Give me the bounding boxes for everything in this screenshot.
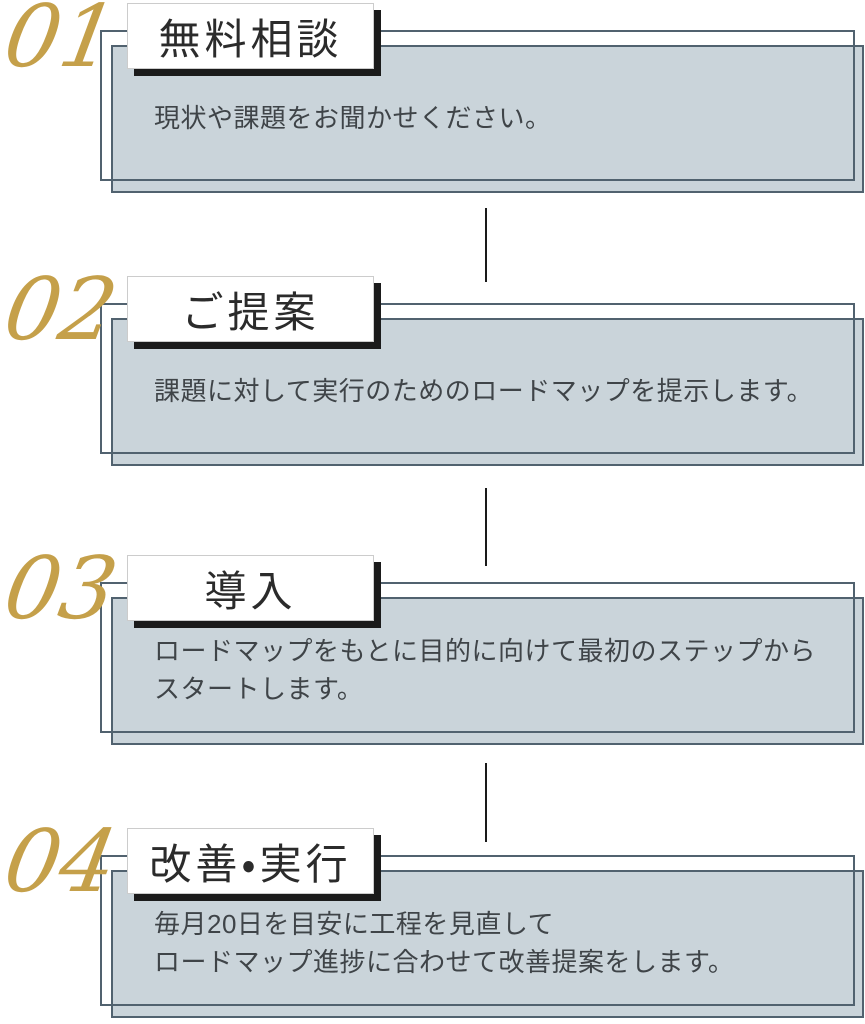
step-2-content-box: 課題に対して実行のためのロードマップを提示します。: [111, 318, 864, 466]
step-1-title: 無料相談: [158, 14, 343, 64]
step-1-description: 現状や課題をお聞かせください。: [154, 103, 552, 134]
step-2-title-box: ご提案: [127, 276, 374, 342]
step-1-title-box: 無料相談: [127, 3, 374, 69]
step-3-title: 導入: [204, 566, 297, 616]
step-2-description: 課題に対して実行のためのロードマップを提示します。: [154, 376, 814, 407]
step-1-number: 01: [0, 0, 125, 87]
connector-line-3: [485, 763, 487, 842]
step-4-description: 毎月20日を目安に工程を見直して ロードマップ進捗に合わせて改善提案をします。: [154, 909, 735, 977]
step-4-number: 04: [0, 812, 125, 912]
step-3-content-box: ロードマップをもとに目的に向けて最初のステップから スタートします。: [111, 597, 864, 745]
step-3-title-box: 導入: [127, 555, 374, 621]
connector-line-1: [485, 208, 487, 282]
connector-line-2: [485, 488, 487, 566]
step-4-title: 改善・実行: [149, 839, 352, 889]
step-4-content-box: 毎月20日を目安に工程を見直して ロードマップ進捗に合わせて改善提案をします。: [111, 870, 864, 1018]
step-2-title: ご提案: [181, 287, 320, 337]
step-2-number: 02: [0, 260, 125, 360]
step-1-content-box: 現状や課題をお聞かせください。: [111, 45, 864, 193]
step-3-description: ロードマップをもとに目的に向けて最初のステップから スタートします。: [154, 636, 816, 704]
step-4-title-box: 改善・実行: [127, 828, 374, 894]
step-3-number: 03: [0, 539, 125, 639]
